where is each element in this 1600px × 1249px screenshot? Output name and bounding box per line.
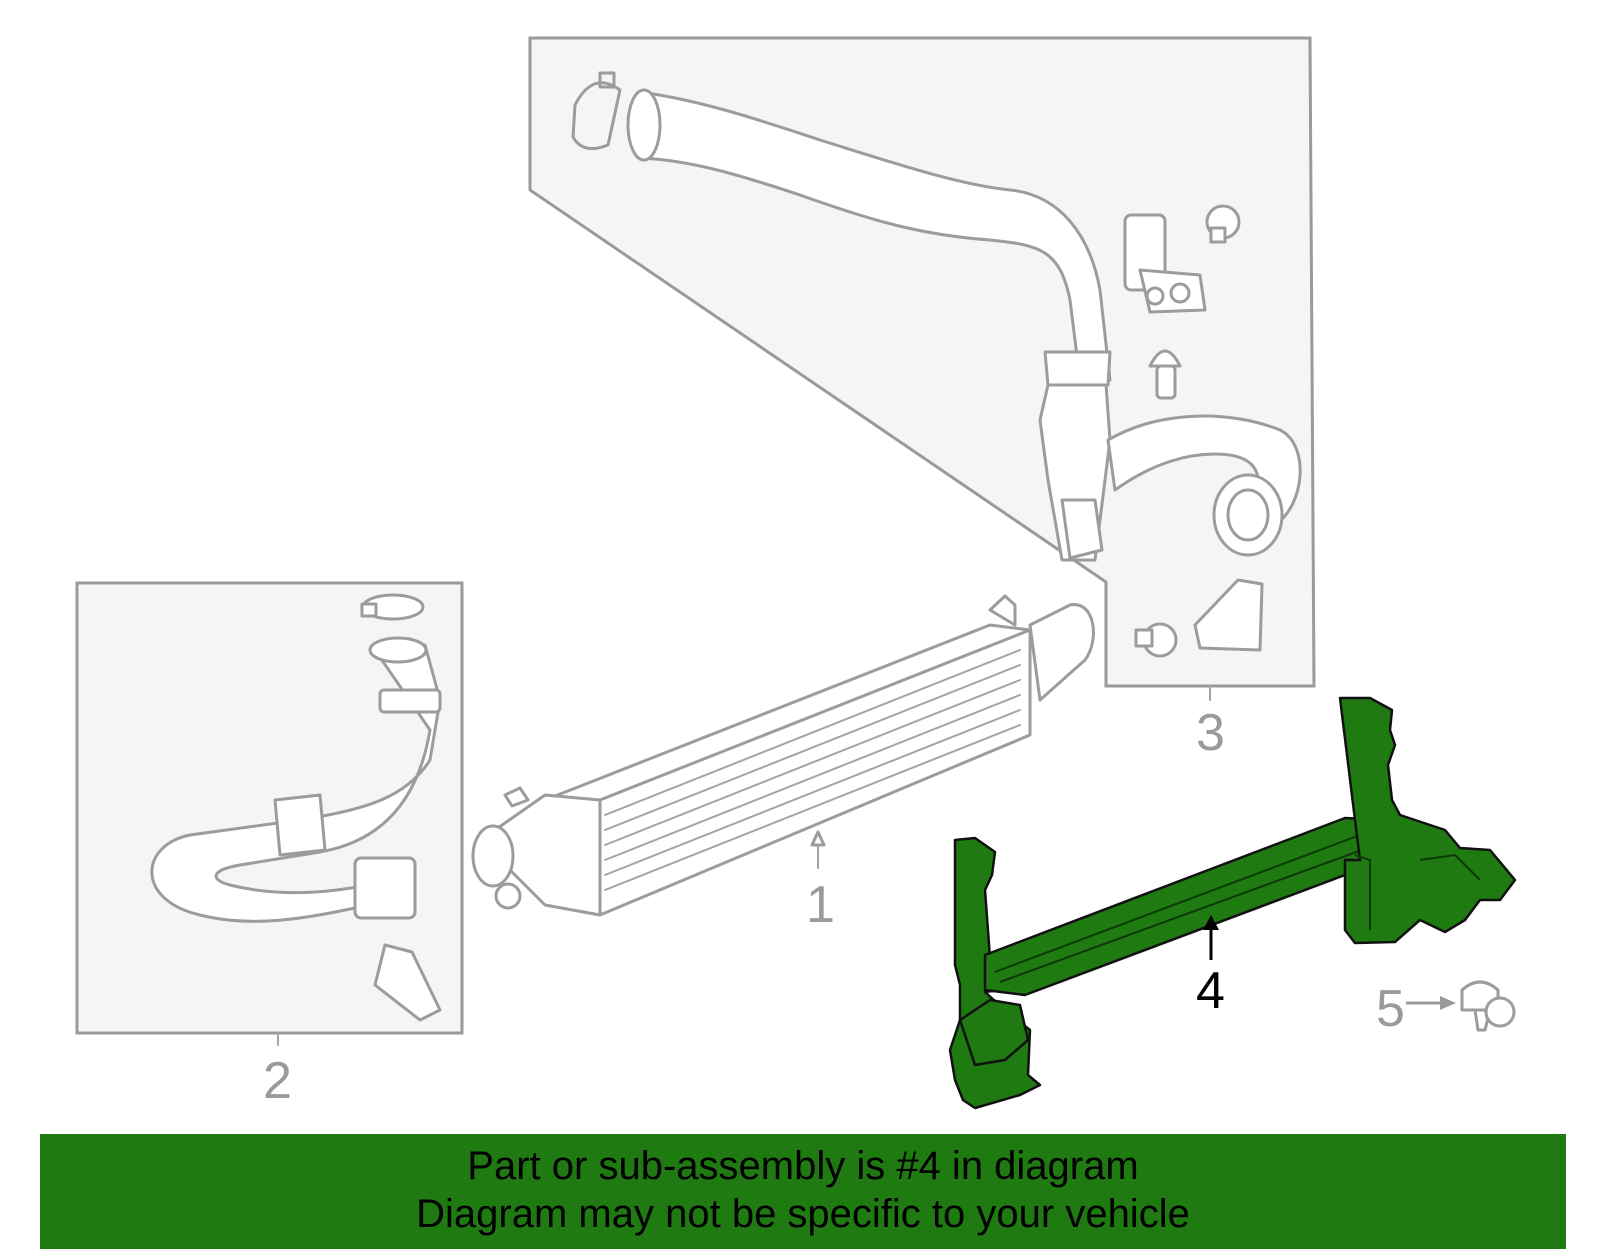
- screw-icon: [1205, 204, 1241, 244]
- callout-3: 3: [1196, 704, 1225, 762]
- notice-banner: Part or sub-assembly is #4 in diagram Di…: [40, 1134, 1566, 1249]
- wire-clamp-icon: [373, 943, 442, 1022]
- banner-line-disclaimer: Diagram may not be specific to your vehi…: [416, 1192, 1190, 1236]
- hose-assembly-2-group[interactable]: [75, 581, 464, 1046]
- lower-hose-icon: [150, 636, 442, 923]
- push-clip-5[interactable]: [1406, 980, 1516, 1032]
- air-deflector-4[interactable]: [948, 696, 1517, 1110]
- hose-assembly-3-group[interactable]: [528, 36, 1316, 701]
- callout-2: 2: [263, 1052, 292, 1110]
- callout-4: 4: [1196, 962, 1225, 1020]
- intercooler-1[interactable]: [471, 594, 1095, 917]
- bolt-icon: [1134, 622, 1178, 658]
- outlet-pipe-icon: [1106, 414, 1302, 557]
- deflector-crossbar: [983, 816, 1387, 997]
- banner-line-part: Part or sub-assembly is #4 in diagram: [467, 1144, 1139, 1188]
- clamp-icon: [360, 593, 425, 621]
- callout-1: 1: [806, 876, 835, 934]
- sensor-icon: [1123, 213, 1207, 314]
- deflector-left-bracket: [958, 998, 1030, 1067]
- wire-clamp-icon: [1193, 578, 1264, 652]
- push-pin-icon: [1148, 349, 1182, 400]
- callout-5: 5: [1376, 980, 1405, 1038]
- clamp-icon: [571, 71, 622, 151]
- upper-hose-icon: [626, 88, 1112, 562]
- assembly-3-panel: [528, 36, 1316, 688]
- deflector-right-upright: [1338, 696, 1517, 945]
